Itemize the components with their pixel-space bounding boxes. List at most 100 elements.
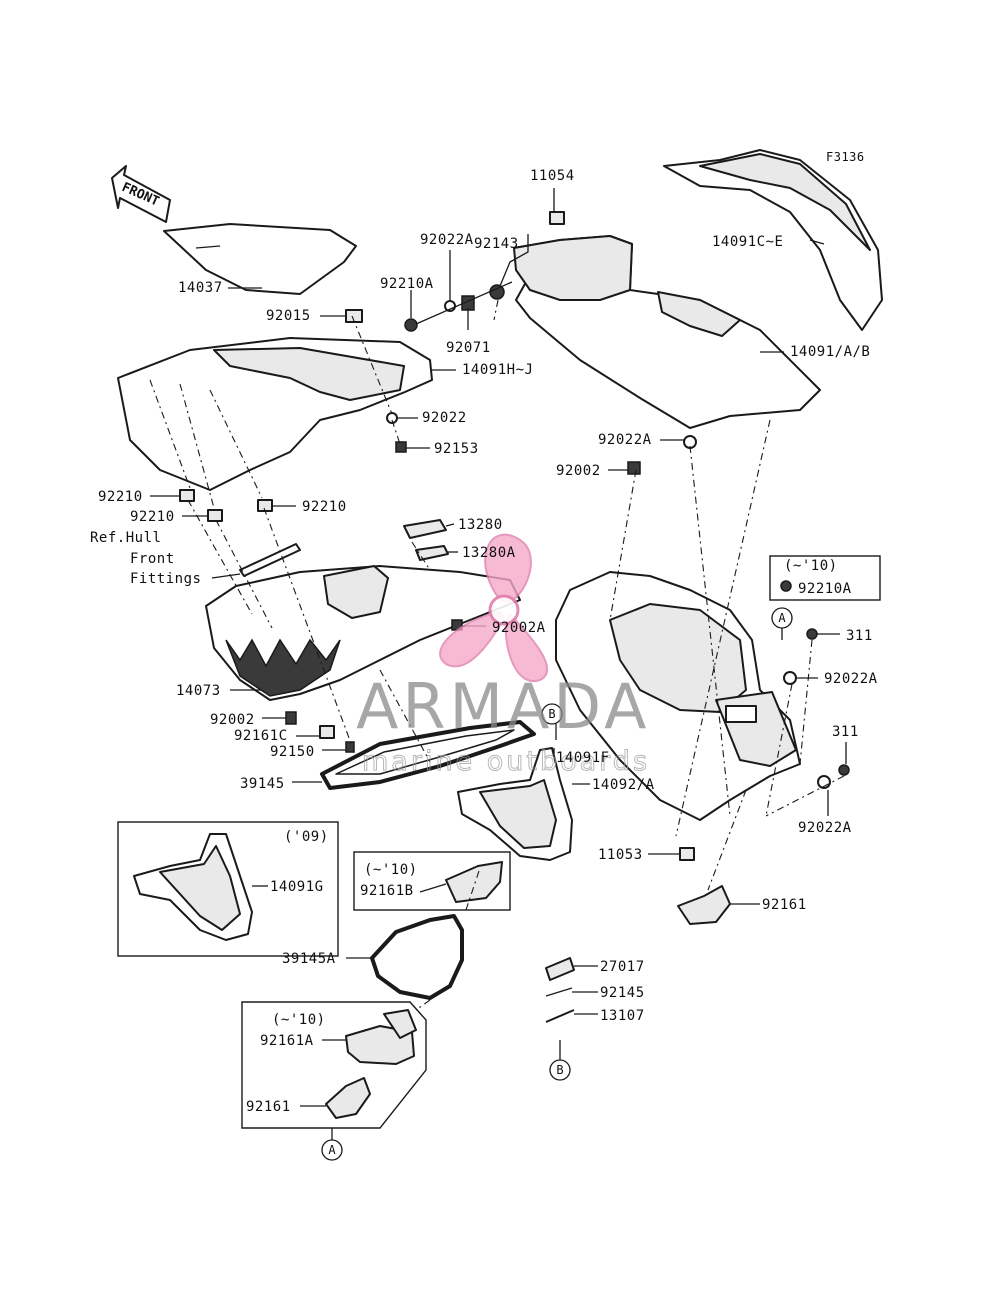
box-92210a <box>769 555 881 601</box>
callout-a-top: A <box>771 607 793 629</box>
part-92002-bolt-low <box>285 711 297 725</box>
part-39145a-gasket <box>370 914 464 1000</box>
box-92161b <box>353 851 511 911</box>
box-92161a <box>241 1001 427 1129</box>
label-92210-right: 92210 <box>302 499 347 515</box>
svg-text:B: B <box>548 707 555 721</box>
label-92153: 92153 <box>434 441 479 457</box>
label-92022a-mid: 92022A <box>598 432 652 448</box>
part-311-nut-a <box>806 628 818 640</box>
part-92210-clip-left-1 <box>179 489 195 502</box>
callout-b-bottom: B <box>549 1059 571 1081</box>
part-92210-clip-left-2 <box>207 509 223 522</box>
top-cover-rim <box>699 153 871 251</box>
label-39145: 39145 <box>240 776 285 792</box>
part-92161a-cup <box>345 1025 415 1065</box>
label-13280: 13280 <box>458 517 503 533</box>
label-year-92210a: (~'10) <box>784 558 838 574</box>
label-14073: 14073 <box>176 683 221 699</box>
deck-recess <box>213 347 405 401</box>
front-inner-ribs <box>225 638 341 697</box>
label-92161-box: 92161 <box>246 1099 291 1115</box>
label-92071: 92071 <box>446 340 491 356</box>
label-ref-hull: Ref.Hull <box>90 530 161 546</box>
label-92161-right: 92161 <box>762 897 807 913</box>
label-14092a: 14092/A <box>592 777 655 793</box>
part-92002-bolt-mid <box>627 461 641 475</box>
part-11054-clip <box>549 211 565 225</box>
label-92210-left-2: 92210 <box>130 509 175 525</box>
label-92002-low: 92002 <box>210 712 255 728</box>
watermark-blade-top <box>484 533 532 604</box>
label-92022a-r2: 92022A <box>798 820 852 836</box>
label-39145a: 39145A <box>282 951 336 967</box>
label-ref-fittings: Fittings <box>130 571 201 587</box>
part-92210a-nut-top <box>404 318 418 332</box>
label-92015: 92015 <box>266 308 311 324</box>
label-92002a: 92002A <box>492 620 546 636</box>
armada-watermark: ARMADA marine outboards <box>356 533 650 778</box>
part-311-nut-b <box>838 764 850 776</box>
svg-text:A: A <box>328 1143 336 1157</box>
part-labels: 11054 92143 92022A 92210A 92071 14091C~E… <box>90 168 878 1115</box>
label-311-b: 311 <box>832 724 859 740</box>
part-13280a-plate <box>415 545 449 561</box>
part-14037-cover <box>163 223 357 295</box>
label-14091g: 14091G <box>270 879 324 895</box>
label-92161b: 92161B <box>360 883 414 899</box>
label-14091ce: 14091C~E <box>712 234 783 250</box>
storage-bin-latch <box>725 705 757 723</box>
part-92161-pad-box <box>325 1077 371 1119</box>
watermark-hub <box>488 594 520 626</box>
part-92022a-washer-r1 <box>783 671 797 685</box>
label-92022: 92022 <box>422 410 467 426</box>
callout-a-bottom: A <box>321 1139 343 1161</box>
part-92153-bolt <box>395 441 407 453</box>
label-14091hj: 14091H~J <box>462 362 533 378</box>
part-27017-tag <box>545 957 575 981</box>
tray-14091g-inner <box>159 845 241 931</box>
label-92210a-box: 92210A <box>798 581 852 597</box>
label-92022a-top: 92022A <box>420 232 474 248</box>
label-year-92161b: (~'10) <box>364 862 418 878</box>
label-11053: 11053 <box>598 847 643 863</box>
label-year-92161a: (~'10) <box>272 1012 326 1028</box>
box-14091g <box>117 821 339 957</box>
label-14091ab: 14091/A/B <box>790 344 870 360</box>
label-14037: 14037 <box>178 280 223 296</box>
label-92022a-r1: 92022A <box>824 671 878 687</box>
assembly-lines <box>149 299 845 1011</box>
svg-text:B: B <box>556 1063 563 1077</box>
part-92210a-nut-box <box>780 580 792 592</box>
label-92143: 92143 <box>474 236 519 252</box>
part-92161a-flap <box>383 1009 417 1039</box>
label-92150: 92150 <box>270 744 315 760</box>
label-92161a: 92161A <box>260 1033 314 1049</box>
callout-b-top: B <box>541 703 563 725</box>
ref-hull-fitting <box>239 543 301 577</box>
label-92210-left-1: 92210 <box>98 489 143 505</box>
part-92161c-pad <box>319 725 335 739</box>
watermark-brand: ARMADA <box>356 670 650 743</box>
part-13107-cable <box>545 1009 575 1023</box>
part-92161-pad-right <box>677 885 731 925</box>
label-92161c: 92161C <box>234 728 288 744</box>
label-13107: 13107 <box>600 1008 645 1024</box>
label-ref-front: Front <box>130 551 175 567</box>
side-cover-vent <box>657 291 741 337</box>
front-arrow: FRONT <box>111 165 171 223</box>
label-92210a-top: 92210A <box>380 276 434 292</box>
watermark-blade-left <box>439 610 506 668</box>
tray-inner <box>479 779 557 849</box>
svg-text:A: A <box>778 611 786 625</box>
label-14091f: 14091F <box>556 750 610 766</box>
leader-lines <box>150 188 847 1142</box>
watermark-tagline: marine outboards <box>362 746 650 777</box>
front-inner-bump <box>323 565 389 619</box>
part-92161b-pad <box>445 861 503 903</box>
figure-code: F3136 <box>826 150 865 164</box>
part-13280-plate <box>403 519 447 539</box>
label-13280a: 13280A <box>462 545 516 561</box>
